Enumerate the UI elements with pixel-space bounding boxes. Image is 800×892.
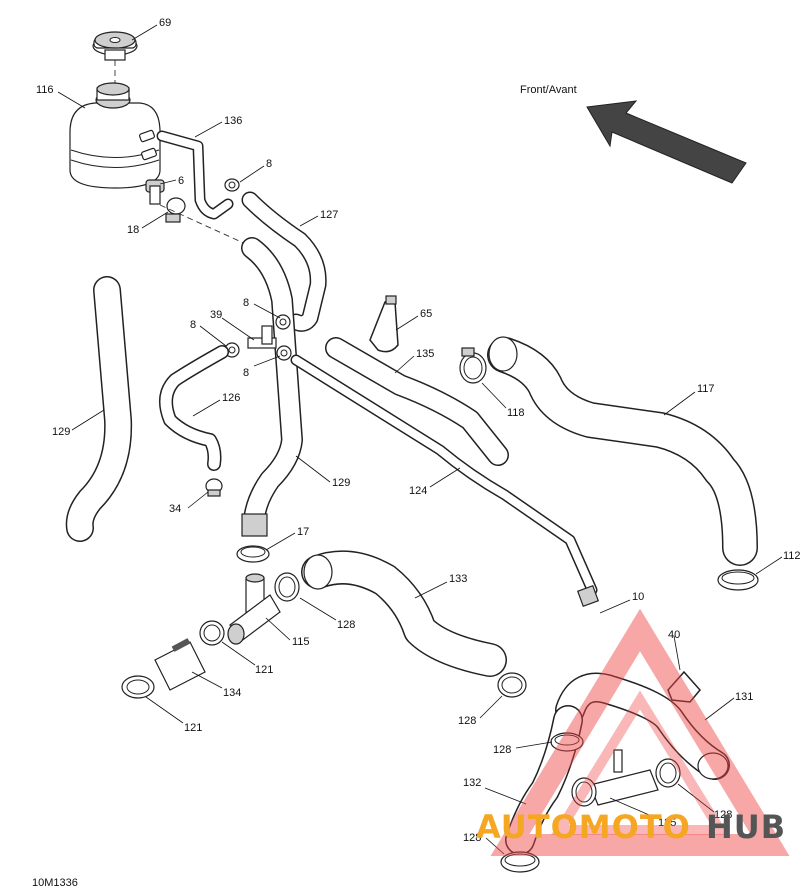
callout-133: 133 bbox=[449, 573, 467, 585]
callout-18: 18 bbox=[127, 224, 139, 236]
callout-17: 17 bbox=[297, 526, 309, 538]
clamp-34 bbox=[205, 478, 223, 497]
callout-65: 65 bbox=[420, 308, 432, 320]
callout-129-left: 129 bbox=[52, 426, 70, 438]
clamp-8-c bbox=[276, 345, 292, 361]
callout-112: 112 bbox=[783, 550, 800, 562]
watermark-text-automoto: AUTOMOTO bbox=[476, 808, 691, 846]
clamp-128-left bbox=[274, 572, 300, 602]
callout-8-a: 8 bbox=[243, 297, 249, 309]
hose-126 bbox=[159, 345, 229, 471]
hose-127 bbox=[241, 191, 327, 332]
callout-10: 10 bbox=[632, 591, 644, 603]
callout-40: 40 bbox=[668, 629, 680, 641]
leader-lines bbox=[57, 24, 783, 855]
hose-136 bbox=[156, 130, 234, 220]
clamp-17 bbox=[236, 545, 270, 563]
callout-labels: 69 116 136 8 6 18 127 8 39 8 8 65 135 11… bbox=[36, 17, 800, 844]
callout-136: 136 bbox=[224, 115, 242, 127]
callout-121-upper: 121 bbox=[255, 664, 273, 676]
watermark-text-hub: HUB bbox=[706, 808, 786, 846]
callout-128-right: 128 bbox=[458, 715, 476, 727]
callout-128-tee: 128 bbox=[714, 809, 732, 821]
callout-131: 131 bbox=[735, 691, 753, 703]
clamp-121-lower bbox=[121, 675, 155, 699]
strap-65 bbox=[369, 295, 399, 353]
callout-8-top: 8 bbox=[266, 158, 272, 170]
callout-125: 125 bbox=[658, 817, 676, 829]
hose-129-left bbox=[65, 276, 133, 542]
tee-fitting-39 bbox=[247, 325, 277, 349]
callout-8-b: 8 bbox=[190, 319, 196, 331]
expansion-tank bbox=[69, 82, 165, 205]
pipe-124 bbox=[290, 354, 600, 608]
hose-131 bbox=[555, 672, 730, 780]
callout-34: 34 bbox=[169, 503, 181, 515]
callout-118: 118 bbox=[507, 407, 525, 419]
clamp-128-tee-right bbox=[655, 758, 681, 788]
watermark-logo bbox=[490, 608, 790, 856]
callout-135: 135 bbox=[416, 348, 434, 360]
callout-121-lower: 121 bbox=[184, 722, 202, 734]
callout-128-left: 128 bbox=[337, 619, 355, 631]
tee-115 bbox=[227, 573, 281, 645]
callout-6: 6 bbox=[178, 175, 184, 187]
callout-115: 115 bbox=[292, 636, 310, 648]
sleeve-134 bbox=[154, 638, 206, 691]
hose-133 bbox=[301, 550, 507, 677]
callout-132: 132 bbox=[463, 777, 481, 789]
clamp-18 bbox=[165, 197, 186, 223]
clamp-128-right bbox=[497, 672, 527, 698]
callout-8-c: 8 bbox=[243, 367, 249, 379]
clamp-128-tee-left bbox=[571, 777, 597, 807]
callout-128-bottom: 128 bbox=[463, 832, 481, 844]
callout-128-mid: 128 bbox=[493, 744, 511, 756]
callout-126: 126 bbox=[222, 392, 240, 404]
front-direction-arrow bbox=[586, 100, 747, 184]
direction-label: Front/Avant bbox=[520, 84, 577, 96]
hose-117 bbox=[487, 336, 758, 566]
clamp-8-a bbox=[275, 314, 291, 330]
callout-134: 134 bbox=[223, 687, 241, 699]
callout-127: 127 bbox=[320, 209, 338, 221]
clamp-8-top bbox=[224, 178, 240, 192]
callout-69: 69 bbox=[159, 17, 171, 29]
callout-39: 39 bbox=[210, 309, 222, 321]
clamp-112 bbox=[717, 569, 759, 591]
clamp-118 bbox=[459, 347, 487, 384]
callout-117: 117 bbox=[697, 383, 715, 395]
callout-124: 124 bbox=[409, 485, 427, 497]
hose-129-center bbox=[241, 237, 303, 537]
hose-135 bbox=[325, 337, 509, 466]
clamp-128-bottom bbox=[500, 851, 540, 873]
pressure-cap bbox=[92, 31, 138, 61]
callout-129-center: 129 bbox=[332, 477, 350, 489]
clamp-121-upper bbox=[199, 620, 225, 646]
strap-40 bbox=[667, 670, 701, 703]
figure-reference: 10M1336 bbox=[32, 877, 78, 889]
callout-116: 116 bbox=[36, 84, 54, 96]
